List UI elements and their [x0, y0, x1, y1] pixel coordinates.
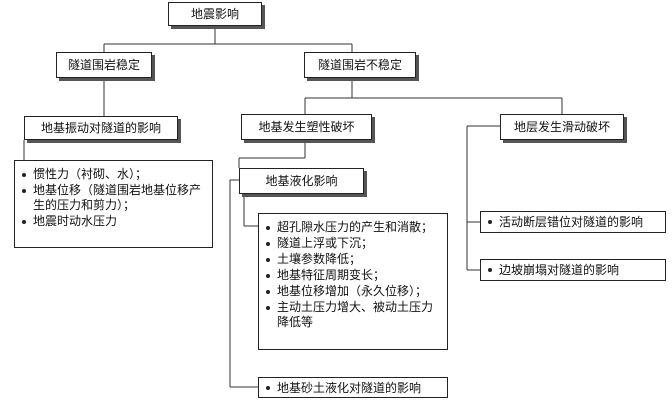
node-unstable: 隧道围岩不稳定 [304, 52, 416, 78]
list-item: 主动土压力增大、被动土压力降低等 [265, 300, 441, 330]
node-vibration: 地基振动对隧道的影响 [24, 116, 178, 140]
bullet-icon [488, 268, 492, 272]
node-slope-label: 边坡崩塌对隧道的影响 [499, 263, 620, 277]
list-vibration-effects: 惯性力（衬砌、水）； 地基位移（隧道围岩地基位移产生的压力和剪力）； 地震时动水… [14, 160, 213, 248]
node-root: 地震影响 [168, 2, 262, 26]
list-item: 地基特征周期变长； [265, 268, 441, 283]
node-stable: 隧道围岩稳定 [56, 52, 152, 78]
node-slope: 边坡崩塌对隧道的影响 [480, 259, 666, 281]
list-item: 超孔隙水压力的产生和消散； [265, 220, 441, 235]
bullet-icon [488, 220, 492, 224]
bullet-icon [266, 385, 270, 390]
list-item: 土壤参数降低； [265, 252, 441, 267]
node-plastic: 地基发生塑性破坏 [241, 114, 372, 140]
list-item: 地基位移增加（永久位移）； [265, 284, 441, 299]
list-item: 隧道上浮或下沉； [265, 236, 441, 251]
node-liquefaction: 地基液化影响 [239, 168, 364, 194]
node-sand-liquefaction: 地基砂土液化对隧道的影响 [258, 377, 448, 398]
node-slide: 地层发生滑动破坏 [500, 114, 624, 140]
list-item: 地基位移（隧道围岩地基位移产生的压力和剪力）； [21, 183, 206, 213]
list-item: 地震时动水压力 [21, 214, 206, 229]
node-fault: 活动断层错位对隧道的影响 [480, 211, 666, 233]
list-item: 惯性力（衬砌、水）； [21, 167, 206, 182]
list-liquefaction-effects: 超孔隙水压力的产生和消散； 隧道上浮或下沉； 土壤参数降低； 地基特征周期变长；… [258, 213, 448, 350]
node-sand-liquefaction-label: 地基砂土液化对隧道的影响 [277, 380, 422, 395]
node-fault-label: 活动断层错位对隧道的影响 [499, 215, 644, 229]
